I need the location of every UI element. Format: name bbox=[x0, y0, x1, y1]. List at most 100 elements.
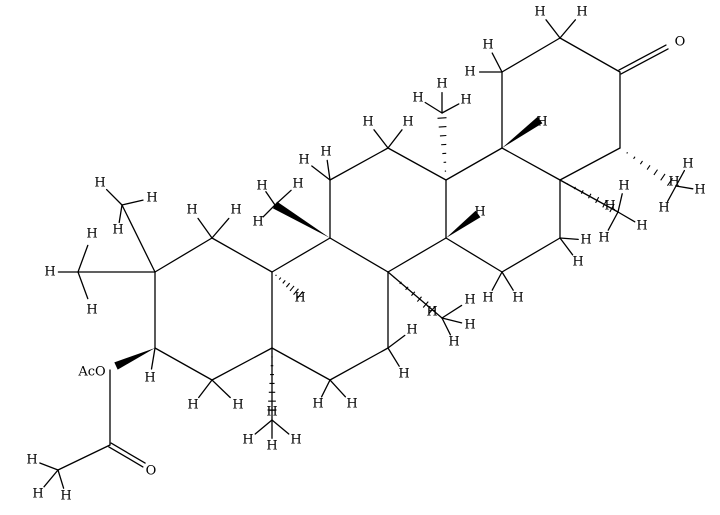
bond bbox=[545, 19, 561, 39]
hydrogen-label: H bbox=[86, 227, 97, 242]
hashed-bond bbox=[609, 203, 615, 213]
bond bbox=[501, 237, 561, 273]
bond bbox=[441, 103, 460, 114]
hashed-bond bbox=[422, 301, 429, 308]
bond bbox=[77, 244, 89, 273]
bond bbox=[150, 347, 156, 370]
double-bond bbox=[110, 442, 146, 464]
hashed-bond bbox=[437, 117, 447, 119]
bond bbox=[271, 419, 290, 435]
bond bbox=[617, 211, 636, 223]
hydrogen-label: H bbox=[580, 233, 591, 248]
wedge-bond bbox=[446, 210, 481, 238]
hydrogen-label: H bbox=[658, 201, 669, 216]
bond bbox=[105, 188, 123, 206]
hashed-bond bbox=[667, 177, 673, 187]
bond bbox=[387, 147, 447, 181]
bond bbox=[445, 237, 503, 273]
bond-layer bbox=[39, 19, 694, 489]
bond bbox=[262, 204, 276, 218]
hydrogen-label: H bbox=[256, 179, 267, 194]
hashed-bond bbox=[588, 193, 592, 199]
bond bbox=[320, 379, 331, 398]
bond bbox=[491, 271, 503, 291]
hashed-bond bbox=[428, 306, 436, 314]
bond bbox=[118, 204, 123, 224]
bond bbox=[445, 147, 503, 181]
bond bbox=[387, 271, 443, 319]
hydrogen-label: H bbox=[26, 453, 37, 468]
hydrogen-label: H bbox=[232, 398, 243, 413]
hydrogen-label: H bbox=[292, 177, 303, 192]
bond bbox=[211, 237, 273, 273]
bond bbox=[265, 191, 276, 206]
hydrogen-label: H bbox=[312, 397, 323, 412]
hydrogen-label: H bbox=[598, 231, 609, 246]
bond bbox=[271, 237, 331, 273]
bond bbox=[607, 211, 619, 231]
bond bbox=[326, 159, 331, 181]
hashed-bond bbox=[399, 281, 402, 285]
wedge-bond bbox=[114, 348, 155, 370]
hydrogen-label: H bbox=[112, 223, 123, 238]
hydrogen-label: H bbox=[464, 318, 475, 333]
bond bbox=[329, 347, 389, 381]
hydrogen-label: H bbox=[604, 199, 615, 214]
hashed-bond bbox=[653, 169, 658, 176]
hashed-bond bbox=[393, 276, 396, 279]
bond bbox=[57, 444, 111, 471]
hashed-bond bbox=[580, 190, 584, 194]
bond bbox=[329, 237, 389, 273]
hydrogen-label: H bbox=[94, 176, 105, 191]
hashed-bond bbox=[416, 296, 422, 302]
bond bbox=[211, 379, 231, 399]
hydrogen-label: H bbox=[187, 398, 198, 413]
bond bbox=[559, 19, 577, 39]
double-bond bbox=[108, 446, 144, 468]
hydrogen-label: H bbox=[436, 77, 447, 92]
hydrogen-label: H bbox=[576, 5, 587, 20]
hydrogen-label: H bbox=[402, 115, 413, 130]
hydrogen-label: H bbox=[252, 215, 263, 230]
oxygen-label: O bbox=[675, 35, 686, 50]
hydrogen-label: H bbox=[464, 65, 475, 80]
bond bbox=[491, 52, 503, 73]
hydrogen-label: H bbox=[636, 219, 647, 234]
bond bbox=[559, 237, 574, 256]
hydrogen-label: H bbox=[346, 397, 357, 412]
bond bbox=[39, 462, 59, 471]
hashed-bond bbox=[285, 282, 291, 288]
hydrogen-label: H bbox=[536, 115, 547, 130]
hashed-bond bbox=[405, 286, 409, 291]
bond bbox=[675, 169, 686, 187]
hydrogen-label: H bbox=[460, 93, 471, 108]
bond bbox=[211, 347, 273, 381]
hydrogen-label: H bbox=[294, 291, 305, 306]
bond bbox=[154, 237, 213, 273]
hydrogen-label: H bbox=[398, 367, 409, 382]
bond bbox=[271, 347, 331, 381]
hydrogen-label: H bbox=[290, 433, 301, 448]
bond bbox=[254, 419, 273, 435]
hashed-bond bbox=[626, 152, 628, 154]
hashed-bond bbox=[639, 160, 643, 165]
hydrogen-label: H bbox=[32, 487, 43, 502]
hydrogen-label: H bbox=[482, 38, 493, 53]
bond bbox=[329, 147, 389, 181]
hydrogen-label: H bbox=[266, 439, 277, 454]
hashed-bond bbox=[296, 291, 304, 299]
bond bbox=[501, 37, 561, 73]
hydrogen-label: H bbox=[682, 157, 693, 172]
bond bbox=[617, 193, 623, 213]
bond bbox=[77, 271, 89, 300]
hashed-bond bbox=[602, 200, 607, 208]
bond bbox=[311, 165, 331, 181]
bond bbox=[43, 469, 59, 488]
bond bbox=[559, 237, 579, 241]
bond bbox=[666, 185, 677, 203]
wedge-bond bbox=[272, 201, 330, 238]
bond bbox=[198, 379, 213, 399]
hydrogen-label: H bbox=[534, 5, 545, 20]
hydrogen-label: H bbox=[362, 115, 373, 130]
